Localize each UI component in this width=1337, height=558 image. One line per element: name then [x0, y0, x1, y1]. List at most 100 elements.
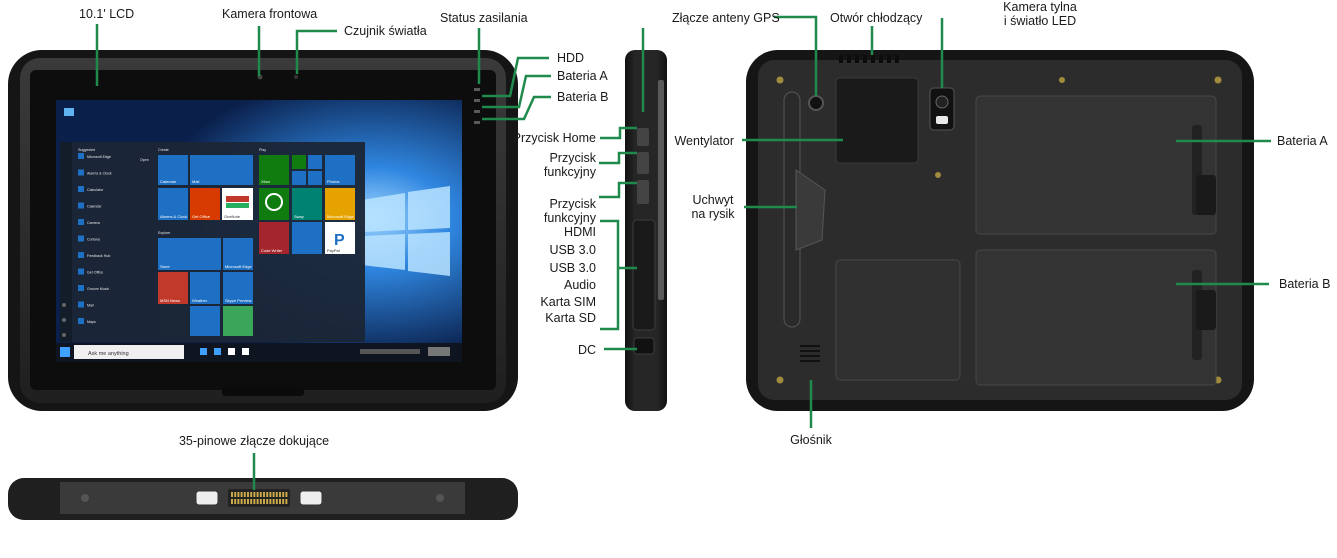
dock-pin: [285, 499, 288, 504]
label-battery-a-led: Bateria A: [557, 69, 608, 83]
dock-pin: [243, 492, 246, 497]
battery-b-pack: [975, 249, 1217, 386]
menu-item[interactable]: Microsoft Edge: [87, 155, 111, 159]
menu-item-icon: [78, 219, 84, 225]
menu-item-icon: [78, 169, 84, 176]
tile-get-office[interactable]: [190, 188, 220, 220]
label-cooling: Otwór chłodzący: [830, 11, 923, 25]
label-front-camera: Kamera frontowa: [222, 7, 317, 21]
start-button[interactable]: [60, 347, 70, 357]
dock-pin: [253, 499, 256, 504]
tile-code-writer[interactable]: [259, 222, 289, 254]
home-button-side: [637, 128, 649, 146]
menu-item[interactable]: Get Office: [87, 271, 103, 275]
dock-pin: [237, 499, 240, 504]
dc-port-side: [633, 337, 655, 355]
menu-item[interactable]: Calculator: [87, 188, 104, 192]
search-placeholder: Ask me anything: [88, 351, 129, 357]
tile-photos-label: Photos: [327, 179, 339, 184]
dock-pin: [275, 499, 278, 504]
light-sensor-dot: [294, 75, 298, 79]
tile-edge-play[interactable]: [325, 188, 355, 220]
label-line: funkcyjny: [544, 211, 597, 225]
this-pc-icon[interactable]: [64, 108, 74, 116]
menu-item-icon: [78, 186, 84, 192]
menu-item[interactable]: Alarms & Clock: [87, 172, 112, 176]
dock-pin: [259, 499, 262, 504]
dock-pin: [247, 499, 249, 504]
tile-calendar[interactable]: [158, 155, 188, 185]
menu-item[interactable]: Camera: [87, 221, 100, 225]
tile-sway[interactable]: [259, 188, 289, 220]
dock-pin: [266, 492, 269, 497]
dock-pin: [234, 499, 237, 504]
menu-item[interactable]: Feedback Hub: [87, 254, 110, 258]
create-header: Create: [158, 148, 169, 152]
dock-pin: [231, 499, 233, 504]
menu-item-icon: [78, 202, 84, 209]
dock-pin: [243, 499, 246, 504]
label-hdd: HDD: [557, 51, 584, 65]
menu-item[interactable]: Cortana: [87, 238, 100, 242]
label-port-sim: Karta SIM: [540, 295, 596, 309]
speaker-grille: [800, 345, 820, 362]
dock-pin: [285, 492, 288, 497]
dock-pins: [231, 492, 288, 504]
dock-pin: [272, 492, 275, 497]
leader-lines: [95, 15, 1271, 490]
dock-pin: [256, 499, 259, 504]
tile-onenote-label: OneNote: [224, 214, 241, 219]
taskbar-search[interactable]: [74, 345, 184, 359]
menu-item[interactable]: Groove Music: [87, 287, 109, 291]
label-line: Przycisk: [549, 197, 596, 211]
menu-item[interactable]: Mail: [87, 304, 94, 308]
tile-msn-news[interactable]: [158, 272, 188, 304]
gps-connector: [808, 95, 824, 111]
fn-button-2-side: [637, 180, 649, 204]
stylus-holder: [795, 169, 826, 251]
menu-item[interactable]: Maps: [87, 320, 96, 324]
tile-weather[interactable]: [190, 272, 220, 304]
menu-item-icon: [78, 153, 84, 159]
label-battery-a: Bateria A: [1277, 134, 1328, 148]
bottom-view: [8, 478, 518, 520]
tile-edge-label: Microsoft Edge: [225, 264, 252, 269]
suggested-header: Suggested: [78, 148, 95, 152]
label-battery-b: Bateria B: [1279, 277, 1330, 291]
dock-pin: [282, 492, 285, 497]
menu-item[interactable]: Calendar: [87, 205, 102, 209]
label-port-audio: Audio: [564, 278, 596, 292]
dock-pin: [269, 492, 272, 497]
label-port-usb-2: USB 3.0: [549, 261, 596, 275]
label-line: Przycisk: [549, 151, 596, 165]
dock-pin: [272, 499, 275, 504]
label-port-usb-1: USB 3.0: [549, 243, 596, 257]
dock-pin: [279, 492, 281, 497]
tile-mail[interactable]: [190, 155, 253, 185]
port-cover-side: [632, 219, 656, 331]
tile-store[interactable]: [158, 238, 221, 270]
menu-item-icon: [78, 301, 84, 308]
tile-paypal[interactable]: [325, 222, 355, 254]
tile-edge[interactable]: [223, 238, 253, 270]
tile-photos[interactable]: [325, 155, 355, 185]
menu-item-icon: [78, 235, 84, 242]
label-light-sensor: Czujnik światła: [344, 24, 427, 38]
label-line: Uchwyt: [693, 193, 735, 207]
tile-alarms-label: Alarms & Clock: [160, 214, 187, 219]
tile-xbox[interactable]: [259, 155, 289, 185]
tile-skype[interactable]: [223, 272, 253, 304]
cooling-vent: [839, 55, 899, 63]
open-header: Open: [140, 158, 149, 162]
label-fan: Wentylator: [674, 134, 734, 148]
dock-pin: [240, 492, 243, 497]
dock-pin: [240, 499, 243, 504]
tile-alarms[interactable]: [158, 188, 188, 220]
label-dock: 35-pinowe złącze dokujące: [179, 434, 329, 448]
fn-button-1-side: [637, 152, 649, 174]
